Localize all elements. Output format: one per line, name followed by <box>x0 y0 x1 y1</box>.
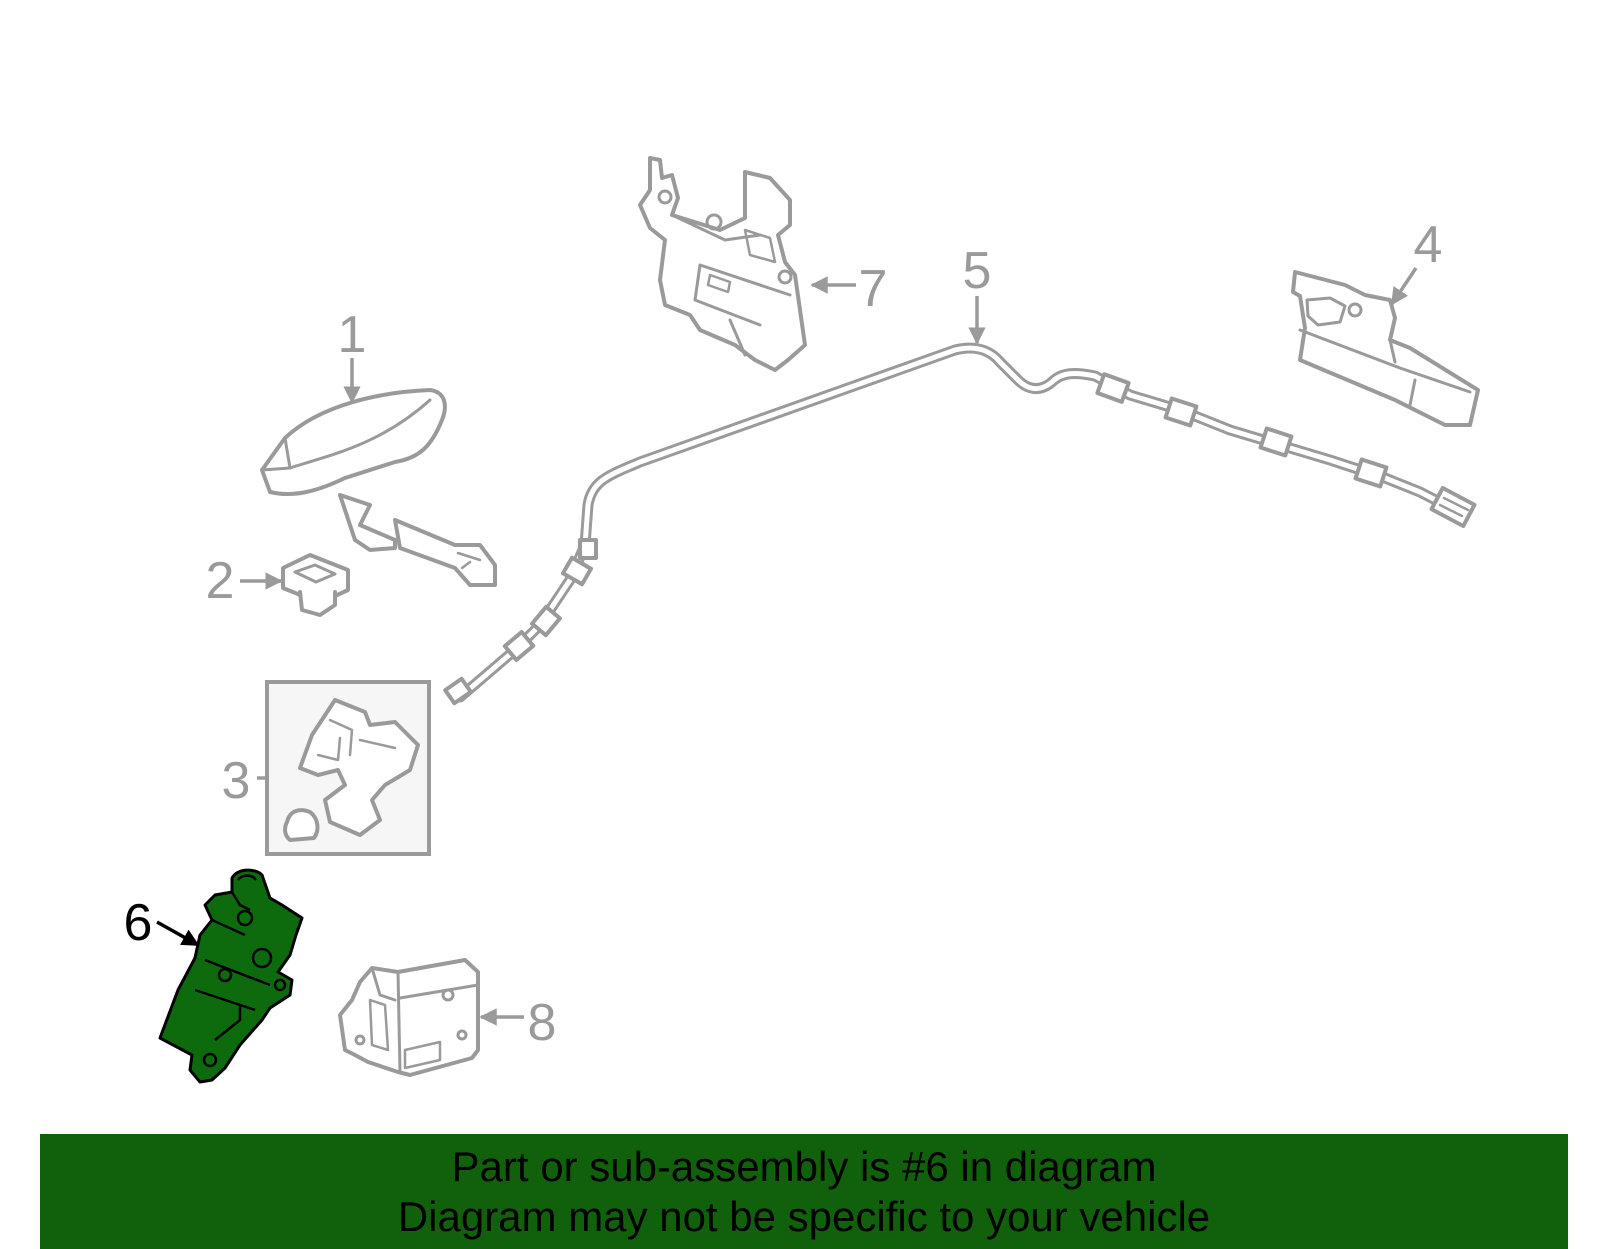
part-8-actuator[interactable] <box>338 958 480 1077</box>
callout-4: 4 <box>1390 216 1443 306</box>
callout-label-4: 4 <box>1414 216 1443 274</box>
callout-3: 3 <box>222 752 268 810</box>
callout-label-7: 7 <box>859 260 888 318</box>
callout-label-5: 5 <box>963 242 992 300</box>
part-5-cable[interactable] <box>443 342 1477 706</box>
part-4-bracket[interactable] <box>1291 270 1480 427</box>
callout-2: 2 <box>206 552 283 610</box>
callout-label-2: 2 <box>206 552 235 610</box>
part-2-grommet[interactable] <box>281 553 350 617</box>
callout-7: 7 <box>810 260 888 318</box>
part-6-latch-highlighted[interactable] <box>158 868 304 1084</box>
callout-6: 6 <box>124 894 200 952</box>
banner-line-1: Part or sub-assembly is #6 in diagram <box>451 1143 1157 1190</box>
banner-line-2: Diagram may not be specific to your vehi… <box>397 1193 1211 1240</box>
callout-label-1: 1 <box>338 306 367 364</box>
callout-label-3: 3 <box>222 752 251 810</box>
info-banner: Part or sub-assembly is #6 in diagram Di… <box>40 1134 1568 1249</box>
callout-8: 8 <box>479 994 557 1052</box>
callout-1: 1 <box>338 306 367 404</box>
part-3-bracket-kit[interactable] <box>265 680 431 856</box>
part-1-antenna[interactable] <box>260 388 497 587</box>
callout-label-8: 8 <box>528 994 557 1052</box>
part-7-bracket[interactable] <box>638 156 807 372</box>
callout-5: 5 <box>963 242 992 345</box>
callout-label-6: 6 <box>124 894 153 952</box>
